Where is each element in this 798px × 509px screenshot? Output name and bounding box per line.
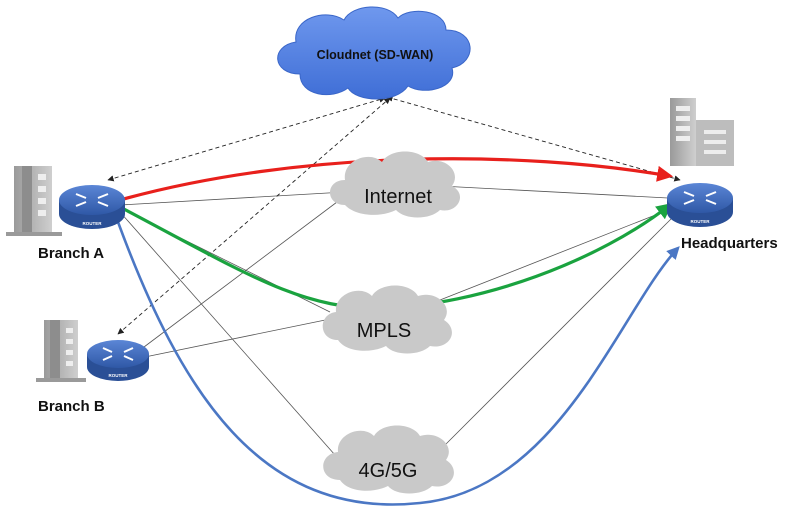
branch-a-label: Branch A	[38, 245, 104, 262]
headquarters-building-icon	[670, 98, 734, 166]
branch-a-router-icon: ROUTER	[59, 185, 125, 229]
internet-cloud: Internet	[330, 151, 461, 218]
branch-a-router-caption: ROUTER	[83, 221, 103, 226]
mpls-cloud-label: MPLS	[357, 320, 411, 342]
headquarters-router-caption: ROUTER	[691, 219, 711, 224]
branch-b-router-icon: ROUTER	[87, 340, 149, 381]
control-links	[107, 95, 681, 335]
branch-a-building-icon	[6, 166, 62, 236]
branch-b-label: Branch B	[38, 398, 105, 415]
link-branch-a-cellular	[119, 211, 336, 456]
control-link-branch-a	[107, 96, 386, 182]
branch-b-router-caption: ROUTER	[109, 373, 129, 378]
sdwan-cloud: Cloudnet (SD-WAN)	[277, 6, 471, 100]
cellular-cloud-label: 4G/5G	[359, 460, 418, 482]
link-mpls-hq	[439, 209, 669, 301]
link-internet-hq	[439, 185, 669, 199]
headquarters-label: Headquarters	[681, 235, 778, 252]
internet-cloud-label: Internet	[364, 186, 432, 208]
control-link-headquarters	[386, 95, 681, 182]
link-branch-a-internet	[119, 191, 346, 206]
cellular-cloud: 4G/5G	[323, 425, 454, 494]
branch-b-building-icon	[36, 320, 86, 382]
sdwan-cloud-label: Cloudnet (SD-WAN)	[317, 48, 434, 62]
headquarters-router-icon: ROUTER	[667, 183, 733, 227]
mpls-cloud: MPLS	[322, 285, 452, 354]
link-cellular-hq	[439, 217, 673, 451]
blue-path-arrow	[116, 221, 680, 506]
